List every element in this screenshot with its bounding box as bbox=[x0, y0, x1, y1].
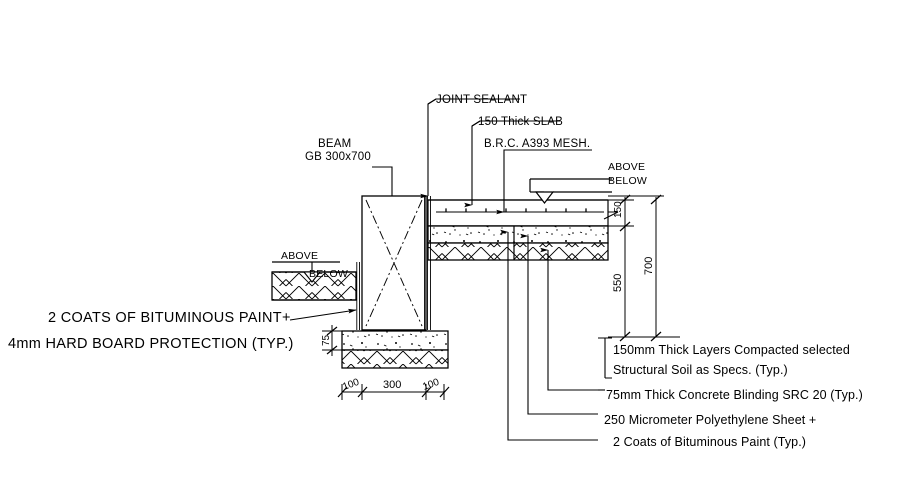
leader-slab-thickness bbox=[464, 120, 560, 208]
slab-assembly bbox=[427, 199, 619, 227]
brc-mesh-line bbox=[436, 208, 604, 213]
leader-polyethylene bbox=[500, 229, 598, 441]
dimension-value-550: 550 bbox=[612, 274, 624, 292]
leader-joint-sealant bbox=[420, 98, 520, 199]
bottom-note-1-line2: Structural Soil as Specs. (Typ.) bbox=[613, 363, 788, 377]
leader-brc-mesh bbox=[496, 149, 592, 215]
compacted-soil-layer bbox=[427, 242, 609, 261]
bottom-note-3-line2: 2 Coats of Bituminous Paint (Typ.) bbox=[613, 435, 806, 449]
dimension-blinding-75 bbox=[322, 325, 342, 356]
callout-brc-mesh: B.R.C. A393 MESH. bbox=[484, 138, 590, 150]
level-marker-left bbox=[272, 261, 340, 283]
left-ground-soil bbox=[271, 271, 357, 301]
callout-slab-thickness: 150 Thick SLAB bbox=[478, 116, 563, 128]
dimension-chain-vertical bbox=[608, 194, 680, 342]
level-below-left: BELOW bbox=[309, 268, 348, 280]
dimension-value-100-left: 100 bbox=[341, 377, 361, 393]
dimension-value-100-right: 100 bbox=[421, 377, 441, 393]
callout-beam-line1: BEAM bbox=[318, 138, 351, 150]
leader-beam bbox=[372, 166, 393, 196]
leader-compacted-soil bbox=[540, 247, 598, 391]
left-note-line2: 4mm HARD BOARD PROTECTION (TYP.) bbox=[8, 336, 294, 352]
level-above-right: ABOVE bbox=[608, 161, 645, 173]
slab-left-part bbox=[427, 199, 609, 227]
dimension-value-75: 75 bbox=[321, 334, 332, 346]
dimension-chain-horizontal bbox=[337, 384, 450, 400]
level-below-right: BELOW bbox=[608, 175, 647, 187]
beam-sub-soil bbox=[341, 349, 449, 369]
dimension-value-150: 150 bbox=[613, 201, 624, 218]
callout-joint-sealant: JOINT SEALANT bbox=[436, 94, 527, 106]
bottom-note-1-line1: 150mm Thick Layers Compacted selected bbox=[613, 343, 850, 357]
leader-bituminous-paint bbox=[289, 308, 357, 321]
bottom-note-3-line1: 250 Micrometer Polyethylene Sheet + bbox=[604, 413, 816, 427]
level-marker-right bbox=[529, 178, 612, 204]
level-above-left: ABOVE bbox=[281, 250, 318, 262]
concrete-blinding-layer bbox=[427, 225, 609, 244]
left-note-line1: 2 COATS OF BITUMINOUS PAINT+ bbox=[48, 310, 291, 326]
note-bracket-soil bbox=[598, 337, 612, 391]
bottom-note-2-line1: 75mm Thick Concrete Blinding SRC 20 (Typ… bbox=[606, 388, 863, 402]
callout-beam-line2: GB 300x700 bbox=[305, 151, 371, 163]
leader-blinding bbox=[520, 233, 598, 415]
ground-beam bbox=[356, 195, 431, 331]
dimension-value-700: 700 bbox=[643, 257, 655, 275]
beam-blinding bbox=[341, 330, 449, 351]
dimension-value-300: 300 bbox=[383, 379, 401, 391]
